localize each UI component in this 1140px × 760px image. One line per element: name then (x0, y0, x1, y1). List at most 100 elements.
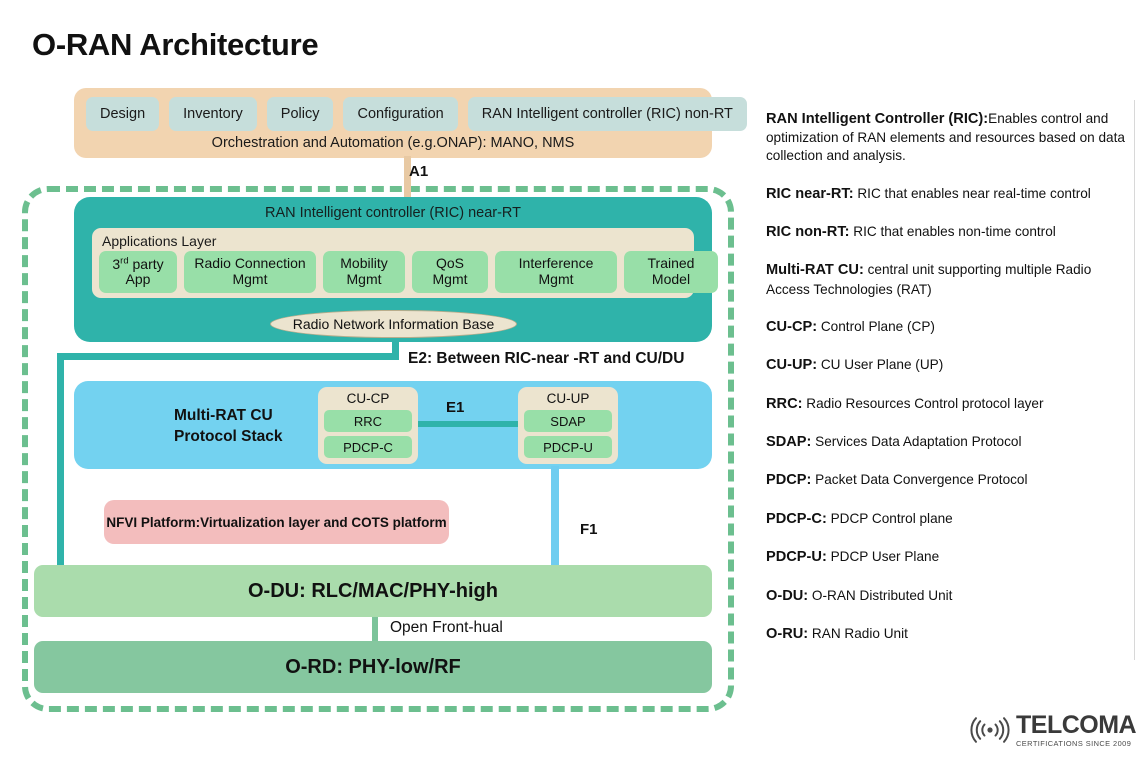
cu-up-item-sdap[interactable]: SDAP (524, 410, 612, 432)
open-fronthaul-connector-line (372, 617, 378, 641)
app-chip-mobility-mgmt-line1: Mobility (340, 255, 388, 272)
app-chip-qos-mgmt-line2: Mgmt (432, 271, 468, 287)
multi-rat-cu-label: Multi-RAT CU Protocol Stack (174, 406, 283, 448)
o-du-block: O-DU: RLC/MAC/PHY-high (34, 565, 712, 617)
e2-connector-segment-vertical-top (392, 330, 399, 360)
f1-connector-label: F1 (580, 521, 598, 538)
orchestration-chip-policy[interactable]: Policy (266, 97, 334, 131)
legend-desc-o-ru: RAN Radio Unit (808, 626, 908, 642)
radio-network-information-base-database: Radio Network Information Base (270, 310, 517, 338)
e2-connector-label: E2: Between RIC-near -RT and CU/DU (408, 350, 685, 367)
e1-connector-label: E1 (446, 399, 465, 416)
app-chip-mobility-mgmt-line2: Mgmt (346, 271, 382, 287)
logo-text-group: TELCOMA CERTIFICATIONS SINCE 2009 (1016, 710, 1137, 748)
legend-desc-ric: Enables control and optimization of RAN … (766, 111, 1125, 164)
legend-term-cu-cp: CU-CP: (766, 318, 818, 335)
logo-tagline: CERTIFICATIONS SINCE 2009 (1016, 738, 1132, 748)
app-chip-radio-connection-mgmt-line2: Mgmt (232, 271, 268, 287)
e2-connector-segment-vertical-left (57, 353, 64, 575)
app-chip-qos-mgmt-line1: QoS (435, 255, 464, 272)
legend-item-o-du: O-DU: O-RAN Distributed Unit (766, 587, 1132, 606)
multi-rat-cu-label-line2: Protocol Stack (174, 427, 283, 445)
legend-desc-multi-rat-cu: central unit supporting multiple Radio A… (766, 262, 1092, 297)
app-chip-3rd-party-app-line1: 3rd party (112, 255, 164, 272)
legend-term-pdcp-u: PDCP-U: (766, 549, 827, 566)
legend-desc-pdcp-u: PDCP User Plane (826, 549, 940, 565)
legend-divider (1134, 100, 1135, 660)
legend-term-ric-near-rt: RIC near-RT: (766, 185, 854, 202)
page-title: O-RAN Architecture (32, 27, 319, 62)
app-chip-trained-model-line1: Trained (647, 255, 695, 272)
orchestration-chip-configuration[interactable]: Configuration (343, 97, 458, 131)
orchestration-chip-design[interactable]: Design (86, 97, 160, 131)
orchestration-chip-ric-non-rt[interactable]: RAN Intelligent controller (RIC) non-RT (467, 97, 747, 131)
legend-desc-pdcp-c: PDCP Control plane (826, 510, 953, 526)
wireless-signal-icon (970, 717, 1010, 743)
orchestration-automation-block: Design Inventory Policy Configuration RA… (74, 88, 747, 158)
legend-item-cu-up: CU-UP: CU User Plane (UP) (766, 356, 1132, 375)
app-chip-interference-mgmt-line2: Mgmt (538, 271, 574, 287)
legend-desc-cu-up: CU User Plane (UP) (817, 357, 944, 373)
cu-up-item-pdcp-u[interactable]: PDCP-U (524, 436, 612, 458)
legend-desc-sdap: Services Data Adaptation Protocol (811, 434, 1022, 450)
ric-near-rt-block: RAN Intelligent controller (RIC) near-RT… (74, 197, 718, 342)
orchestration-caption: Orchestration and Automation (e.g.ONAP):… (211, 135, 575, 151)
legend-item-sdap: SDAP: Services Data Adaptation Protocol (766, 433, 1132, 452)
legend-term-sdap: SDAP: (766, 434, 812, 451)
ric-near-rt-title: RAN Intelligent controller (RIC) near-RT (265, 205, 521, 221)
legend-term-rrc: RRC: (766, 395, 803, 412)
e1-connector-line (418, 421, 518, 427)
logo-name: TELCOMA (1016, 710, 1137, 739)
legend-desc-cu-cp: Control Plane (CP) (817, 318, 935, 334)
telcoma-logo: TELCOMA CERTIFICATIONS SINCE 2009 (968, 709, 1137, 751)
legend-item-rrc: RRC: Radio Resources Control protocol la… (766, 395, 1132, 414)
legend-term-o-ru: O-RU: (766, 626, 809, 643)
multi-rat-cu-label-line1: Multi-RAT CU (174, 407, 273, 424)
legend-item-ric-non-rt: RIC non-RT: RIC that enables non-time co… (766, 223, 1132, 242)
legend-term-pdcp-c: PDCP-C: (766, 510, 827, 527)
o-rd-block: O-RD: PHY-low/RF (34, 641, 712, 693)
legend-desc-ric-non-rt: RIC that enables non-time control (849, 223, 1056, 239)
legend-item-o-ru: O-RU: RAN Radio Unit (766, 625, 1132, 644)
app-chip-radio-connection-mgmt-line1: Radio Connection (194, 255, 306, 272)
legend-item-ric-near-rt: RIC near-RT: RIC that enables near real-… (766, 185, 1132, 204)
a1-connector-label: A1 (409, 163, 429, 180)
orchestration-chip-row: Design Inventory Policy Configuration RA… (86, 97, 747, 131)
f1-connector-line (551, 466, 559, 568)
legend-term-ric-non-rt: RIC non-RT: (766, 223, 850, 240)
orchestration-chip-inventory[interactable]: Inventory (169, 97, 257, 131)
legend-item-pdcp-u: PDCP-U: PDCP User Plane (766, 548, 1132, 567)
app-chip-3rd-party-app-line2: App (125, 271, 151, 288)
legend-item-multi-rat-cu: Multi-RAT CU: central unit supporting mu… (766, 261, 1132, 298)
app-chip-trained-model-line2: Model (651, 271, 691, 287)
applications-layer-label: Applications Layer (102, 233, 217, 249)
legend-desc-rrc: Radio Resources Control protocol layer (802, 395, 1044, 411)
nfvi-platform-block: NFVI Platform:Virtualization layer and C… (104, 500, 449, 544)
legend-desc-ric-near-rt: RIC that enables near real-time control (853, 185, 1091, 201)
legend-term-multi-rat-cu: Multi-RAT CU: (766, 262, 864, 279)
cu-up-group: CU-UP SDAP PDCP-U (518, 387, 618, 464)
cu-cp-group: CU-CP RRC PDCP-C (318, 387, 418, 464)
legend-term-cu-up: CU-UP: (766, 357, 818, 374)
oran-boundary-dashed-frame (22, 186, 734, 712)
cu-cp-item-pdcp-c[interactable]: PDCP-C (324, 436, 412, 458)
e2-connector-segment-horizontal (57, 353, 399, 360)
legend-term-o-du: O-DU: (766, 587, 809, 604)
cu-cp-item-rrc[interactable]: RRC (324, 410, 412, 432)
legend-desc-o-du: O-RAN Distributed Unit (808, 587, 953, 603)
legend-panel: RAN Intelligent Controller (RIC):Enables… (766, 110, 1132, 664)
legend-item-ric: RAN Intelligent Controller (RIC):Enables… (766, 110, 1132, 166)
cu-up-heading: CU-UP (546, 391, 590, 406)
legend-desc-pdcp: Packet Data Convergence Protocol (811, 472, 1028, 488)
cu-cp-heading: CU-CP (346, 391, 390, 406)
legend-term-pdcp: PDCP: (766, 472, 812, 489)
